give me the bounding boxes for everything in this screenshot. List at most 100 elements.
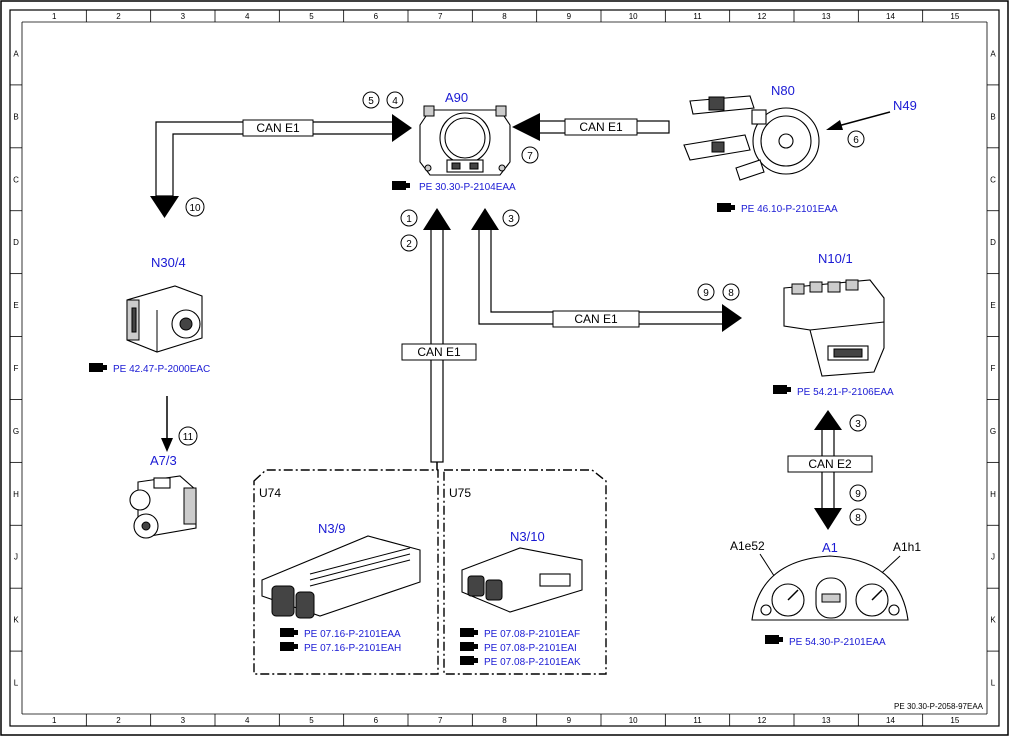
step-marker-3: 3	[502, 209, 520, 227]
book-icon	[460, 656, 478, 665]
can-e2-label: CAN E2	[808, 457, 852, 471]
grid-column-label: 8	[502, 12, 507, 21]
grid-row-label: E	[990, 301, 995, 310]
step-marker-2: 2	[400, 234, 418, 252]
grid-row-label: K	[990, 616, 996, 625]
grid-row-label: G	[990, 427, 996, 436]
can-e1-label: CAN E1	[579, 120, 623, 134]
a1-label: A1	[822, 540, 838, 555]
svg-text:2: 2	[406, 239, 412, 250]
component-n10-1: N10/1 PE 54.21-P-2106EAA	[773, 251, 894, 398]
grid-row-label: D	[13, 238, 19, 247]
svg-text:7: 7	[527, 151, 533, 162]
a90-ref: PE 30.30-P-2104EAA	[419, 182, 516, 193]
grid-column-label: 7	[438, 12, 443, 21]
can-e1-right-arrow: CAN E1	[471, 208, 742, 332]
n80-unit-drawing	[683, 95, 820, 181]
grid-row-label: J	[14, 553, 18, 562]
n3-9-ref-2: PE 07.16-P-2101EAH	[304, 643, 401, 654]
grid-column-label: 15	[950, 12, 959, 21]
component-a90: A90 PE 30.30-P-2104EAA	[392, 90, 516, 193]
grid-column-label: 5	[309, 12, 314, 21]
can-e1-middle-arrow: CAN E1	[401, 208, 477, 463]
book-icon	[392, 181, 410, 190]
grid-column-label: 14	[886, 716, 895, 725]
grid-column-label: 7	[438, 716, 443, 725]
book-icon	[89, 363, 107, 372]
n10-1-label: N10/1	[818, 251, 853, 266]
a1-cluster-drawing	[751, 555, 909, 621]
grid-column-label: 3	[181, 12, 186, 21]
svg-text:9: 9	[855, 489, 861, 500]
grid-row-label: A	[990, 49, 996, 58]
grid-row-label: L	[991, 679, 996, 688]
grid-column-label: 14	[886, 12, 895, 21]
can-e1-top-left-arrow: CAN E1	[150, 114, 412, 218]
group-u74: U74 N3/9 PE 07.16-P-2101EAA PE 07.16-P-2…	[253, 469, 439, 675]
n30-4-ref: PE 42.47-P-2000EAC	[113, 364, 210, 375]
svg-text:8: 8	[855, 513, 861, 524]
svg-text:8: 8	[728, 288, 734, 299]
a7-3-unit-drawing	[129, 475, 197, 539]
grid-column-label: 13	[822, 12, 831, 21]
component-a1: A1 A1e52 A1h1 PE 54.30-P-2101EAA	[730, 539, 921, 648]
u75-label: U75	[449, 486, 471, 500]
n80-ref: PE 46.10-P-2101EAA	[741, 204, 838, 215]
can-e1-label: CAN E1	[574, 312, 618, 326]
n10-1-ref: PE 54.21-P-2106EAA	[797, 387, 894, 398]
a90-label: A90	[445, 90, 468, 105]
step-marker-7: 7	[521, 146, 539, 164]
grid-row-label: G	[13, 427, 19, 436]
grid-row-label: L	[14, 679, 19, 688]
n3-10-label: N3/10	[510, 529, 545, 544]
grid-row-label: K	[13, 616, 19, 625]
u74-label: U74	[259, 486, 281, 500]
n30-4-label: N30/4	[151, 255, 186, 270]
svg-text:4: 4	[392, 96, 398, 107]
svg-text:6: 6	[853, 135, 859, 146]
grid-column-label: 6	[374, 12, 379, 21]
n49-arrow	[826, 111, 891, 130]
book-icon	[280, 628, 298, 637]
grid-column-label: 13	[822, 716, 831, 725]
a1e52-label: A1e52	[730, 539, 765, 553]
can-e1-top-right-arrow: CAN E1	[512, 113, 670, 141]
svg-text:11: 11	[183, 432, 194, 443]
can-e1-label: CAN E1	[417, 345, 461, 359]
component-a7-3: A7/3	[129, 453, 197, 539]
grid-column-label: 5	[309, 716, 314, 725]
step-marker-3: 3	[849, 414, 867, 432]
grid-column-label: 12	[757, 12, 766, 21]
step-marker-8: 8	[849, 508, 867, 526]
grid-column-label: 9	[567, 716, 572, 725]
grid-row-label: D	[990, 238, 996, 247]
n49-label: N49	[893, 98, 917, 113]
grid-column-label: 9	[567, 12, 572, 21]
book-icon	[280, 642, 298, 651]
step-marker-1: 1	[400, 209, 418, 227]
step-marker-9: 9	[697, 283, 715, 301]
book-icon	[460, 642, 478, 651]
grid-column-label: 4	[245, 716, 250, 725]
grid-column-label: 4	[245, 12, 250, 21]
grid-column-label: 1	[52, 716, 57, 725]
step-marker-4: 4	[386, 91, 404, 109]
n3-10-ref-2: PE 07.08-P-2101EAI	[484, 643, 577, 654]
grid-column-label: 11	[693, 12, 702, 21]
grid-column-label: 6	[374, 716, 379, 725]
a7-3-label: A7/3	[150, 453, 177, 468]
grid-column-label: 10	[629, 12, 638, 21]
grid-row-label: F	[991, 364, 996, 373]
book-icon	[717, 203, 735, 212]
grid-row-label: E	[13, 301, 18, 310]
grid-column-label: 8	[502, 716, 507, 725]
grid-column-label: 10	[629, 716, 638, 725]
svg-text:3: 3	[508, 214, 514, 225]
n3-9-unit-drawing	[261, 535, 421, 619]
can-e2-arrow: CAN E2	[787, 410, 873, 530]
svg-text:10: 10	[189, 203, 201, 214]
grid-row-label: C	[13, 175, 19, 184]
